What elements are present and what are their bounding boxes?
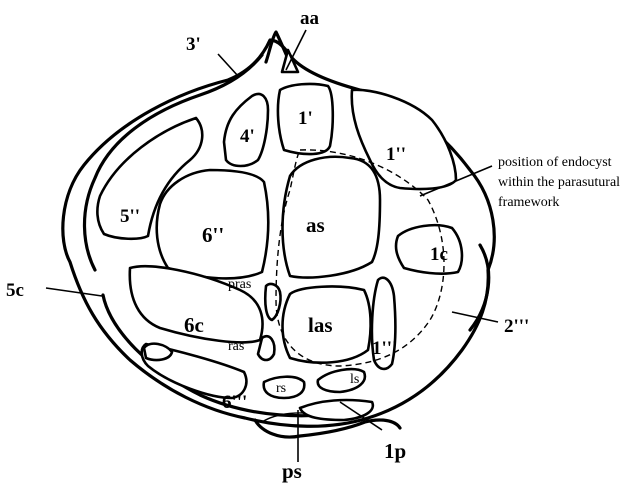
label-1c: 1c [430,244,448,265]
label-5c: 5c [6,280,24,301]
leader-5c [46,288,102,296]
label-2-triple-prime: 2''' [504,316,529,337]
annotation-line-2: within the parasutural [498,175,620,190]
label-pras: pras [228,277,251,292]
plate-1c [396,225,462,273]
label-ps: ps [282,459,302,483]
endocyst-annotation: position of endocyst within the parasutu… [498,155,620,210]
plates [97,84,462,420]
label-1-triple-prime: 1''' [372,338,397,359]
label-ls: ls [350,372,359,387]
label-aa: aa [300,8,320,29]
label-1p: 1p [384,439,406,463]
annotation-line-1: position of endocyst [498,155,612,170]
label-6c: 6c [184,313,204,337]
plate-ras [258,336,274,360]
apical-archeopyle-spine [266,32,298,72]
leader-3-prime [218,54,238,76]
label-rs: rs [276,381,286,396]
label-6-double-prime: 6'' [202,223,224,247]
label-ras: ras [228,339,244,354]
plate-pras [265,284,280,320]
label-4-prime: 4' [240,126,255,147]
label-1-prime: 1' [298,108,313,129]
label-1-double-prime: 1'' [386,144,406,165]
plate-as [283,157,381,278]
label-6-triple-prime: 6''' [222,392,247,413]
plate-small-lower-left [144,344,172,360]
annotation-line-3: framework [498,195,559,210]
label-3-prime: 3' [186,34,201,55]
label-as: as [306,213,325,237]
label-5-double-prime: 5'' [120,206,140,227]
label-las: las [308,313,333,337]
